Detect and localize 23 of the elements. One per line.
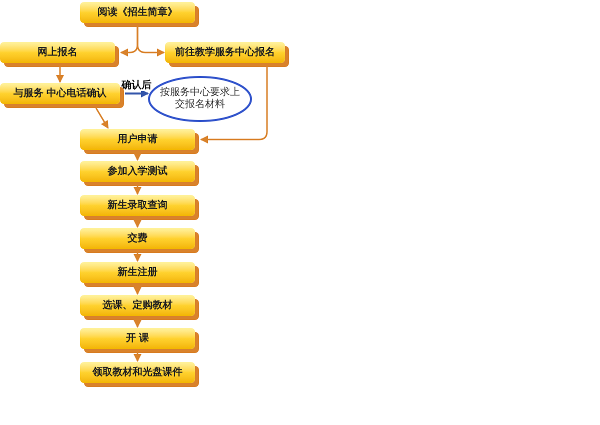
process-box: 与服务 中心电话确认 xyxy=(0,83,120,104)
process-box: 交费 xyxy=(80,228,195,249)
process-box: 开 课 xyxy=(80,328,195,349)
process-box: 新生录取查询 xyxy=(80,195,195,216)
process-box: 领取教材和光盘课件 xyxy=(80,362,195,383)
arrow xyxy=(134,220,142,228)
process-box: 参加入学测试 xyxy=(80,161,195,182)
process-box: 新生注册 xyxy=(80,262,195,283)
arrow xyxy=(136,27,165,56)
arrow xyxy=(95,108,109,129)
arrow xyxy=(134,353,142,362)
arrow xyxy=(134,320,142,328)
process-box: 阅读《招生简章》 xyxy=(80,2,195,23)
arrow xyxy=(134,253,142,262)
process-box: 网上报名 xyxy=(0,42,115,63)
arrow xyxy=(134,287,142,295)
arrow xyxy=(134,186,142,195)
arrow xyxy=(125,90,149,98)
process-box: 选课、定购教材 xyxy=(80,295,195,316)
process-box: 前往教学服务中心报名 xyxy=(165,42,285,63)
arrow xyxy=(134,153,142,161)
edge-label: 确认后 xyxy=(120,80,152,90)
process-box: 用户申请 xyxy=(80,129,195,150)
